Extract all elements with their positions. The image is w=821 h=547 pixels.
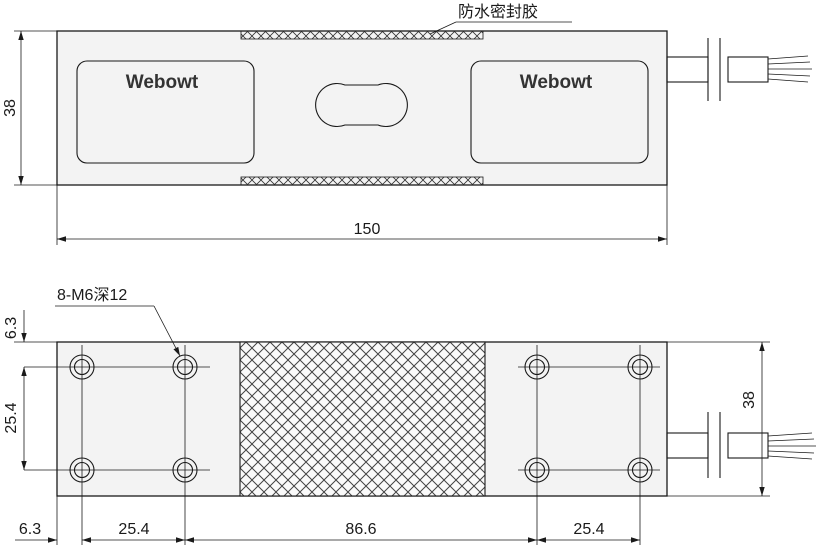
dim-edge-left-label: 6.3	[19, 521, 41, 538]
dim-top-height: 38	[2, 30, 57, 186]
dim-bottom-height: 38	[667, 341, 770, 497]
seal-label: 防水密封胶	[458, 2, 538, 21]
thread-hole	[69, 457, 95, 483]
thread-hole	[69, 354, 95, 380]
seal-strip-bottom	[240, 176, 484, 186]
thread-label: 8-M6深12	[57, 286, 127, 304]
seal-strip-top	[240, 30, 484, 40]
label-plate-right	[470, 60, 649, 164]
top-view: Webowt Webowt 38 150	[2, 2, 812, 245]
thread-hole	[172, 354, 198, 380]
dim-edge-top-label: 6.3	[3, 317, 20, 339]
thread-hole	[627, 354, 653, 380]
dim-bottom-height-label: 38	[741, 391, 758, 409]
thread-hole	[627, 457, 653, 483]
dim-top-length-label: 150	[354, 221, 381, 238]
cable-top	[666, 38, 812, 101]
thread-hole	[172, 457, 198, 483]
logo-left: Webowt	[126, 72, 199, 93]
bottom-view: 8-M6深12 6.3 25.4 38	[3, 286, 816, 545]
label-plate-left	[76, 60, 255, 164]
hole-centerlines-right	[518, 345, 660, 545]
dim-top-length: 150	[56, 185, 668, 245]
thread-hole	[524, 354, 550, 380]
dim-top-height-label: 38	[2, 99, 19, 117]
thread-callout: 8-M6深12	[55, 286, 181, 357]
hole-centerlines-left	[24, 345, 210, 545]
dim-pitch-vertical: 25.4	[3, 367, 27, 470]
top-view-body	[56, 30, 668, 186]
dim-pitch-right-label: 25.4	[573, 521, 604, 538]
dim-row-bottom: 6.3 25.4 86.6 25.4	[15, 496, 640, 545]
cable-bottom	[666, 412, 816, 478]
dim-span-center-label: 86.6	[345, 521, 376, 538]
dim-edge-top: 6.3	[3, 310, 57, 343]
logo-right: Webowt	[520, 72, 593, 93]
crosshatch-area	[239, 341, 486, 497]
bone-cutout	[315, 82, 408, 128]
thread-hole	[524, 457, 550, 483]
dim-pitch-left-label: 25.4	[118, 521, 149, 538]
dim-pitch-vertical-label: 25.4	[3, 402, 20, 433]
seal-callout: 防水密封胶	[429, 2, 572, 35]
